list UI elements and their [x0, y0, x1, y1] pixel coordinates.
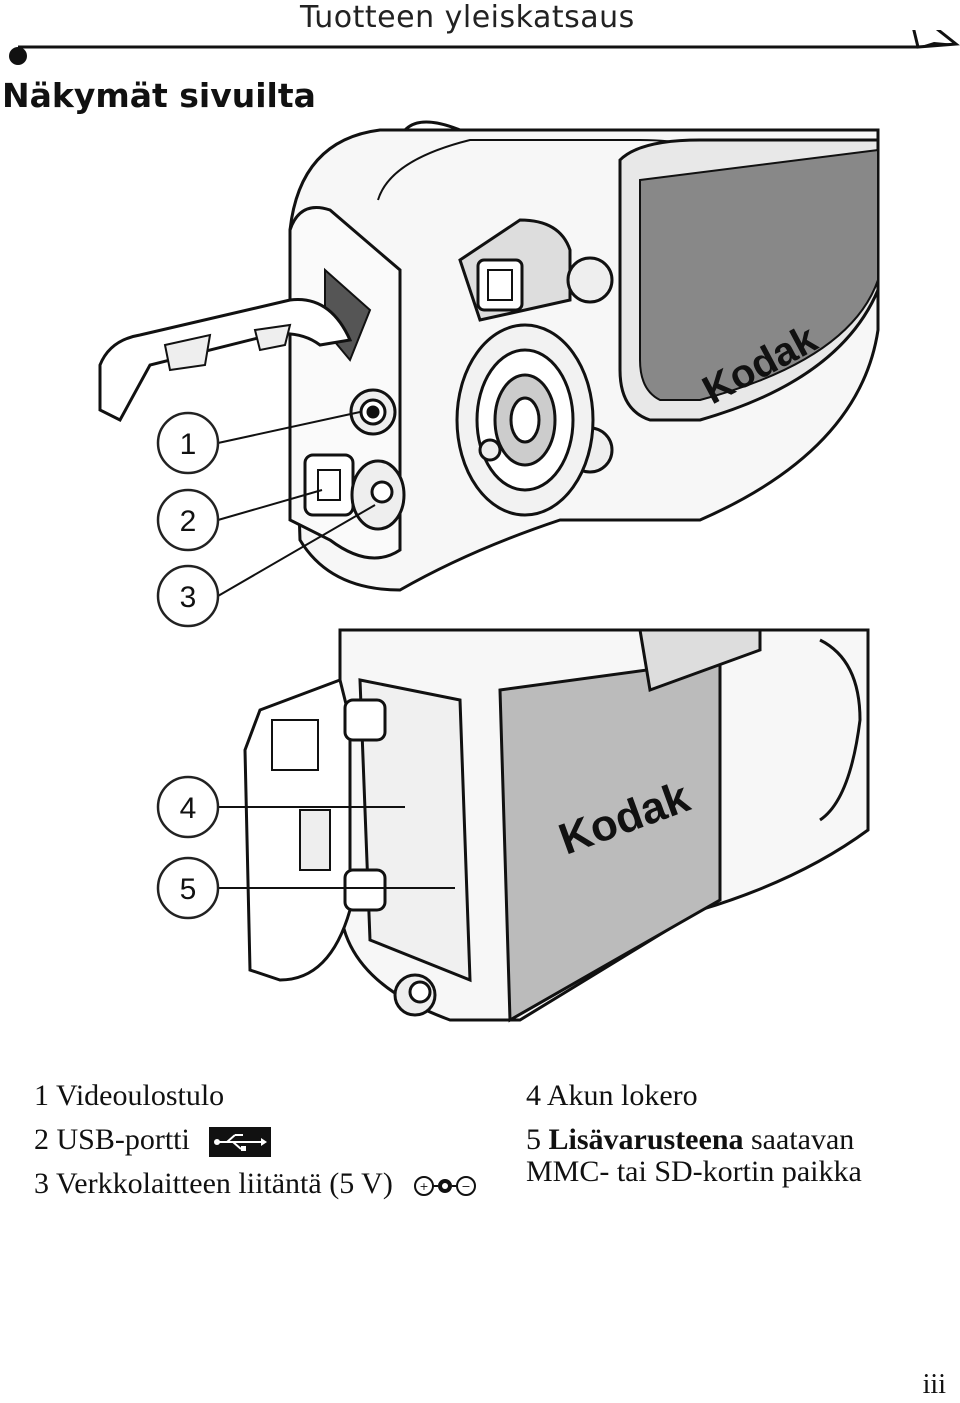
svg-text:1: 1 — [180, 428, 197, 461]
page-header-title: Tuotteen yleiskatsaus — [300, 0, 635, 35]
camera-illustration: Kodak Kodak 1 2 3 — [98, 120, 880, 1023]
legend-item-4: 4 Akun lokero — [526, 1074, 862, 1118]
svg-text:2: 2 — [180, 505, 197, 538]
legend-item-4-number: 4 — [526, 1079, 541, 1112]
legend-item-5-bold-text: Lisävarusteena — [548, 1123, 744, 1156]
callout-1: 1 — [156, 411, 220, 475]
legend-item-5-text-line2: MMC- tai SD-kortin paikka — [526, 1155, 862, 1188]
legend-right: 4 Akun lokero 5 Lisävarusteena saatavan … — [526, 1074, 862, 1188]
callout-leaders — [217, 411, 455, 889]
svg-text:−: − — [462, 1180, 471, 1193]
legend-item-2-number: 2 — [34, 1123, 49, 1156]
legend-item-3: 3 Verkkolaitteen liitäntä (5 V) + − — [34, 1162, 478, 1206]
svg-text:+: + — [420, 1180, 429, 1193]
camera-bottom-view — [243, 628, 870, 1023]
header-rule — [9, 30, 960, 65]
legend-item-3-number: 3 — [34, 1167, 49, 1200]
legend-item-4-text: Akun lokero — [546, 1079, 698, 1112]
legend-item-1: 1 Videoulostulo — [34, 1074, 478, 1118]
legend-item-1-text: Videoulostulo — [55, 1079, 225, 1112]
callout-3: 3 — [156, 564, 220, 628]
usb-icon — [209, 1127, 272, 1158]
callout-4: 4 — [156, 775, 220, 839]
legend-item-1-number: 1 — [34, 1079, 49, 1112]
legend-left: 1 Videoulostulo 2 USB-portti 3 Verkkolai… — [34, 1074, 478, 1206]
svg-text:5: 5 — [180, 873, 197, 906]
callout-5: 5 — [156, 856, 220, 920]
section-title: Näkymät sivuilta — [2, 76, 316, 115]
svg-text:3: 3 — [180, 581, 197, 614]
dc-polarity-icon: + − — [414, 1176, 477, 1197]
legend-item-2: 2 USB-portti — [34, 1118, 478, 1162]
legend-item-3-text: Verkkolaitteen liitäntä (5 V) — [55, 1167, 393, 1200]
svg-text:4: 4 — [180, 792, 197, 825]
legend-item-5-text: saatavan — [751, 1123, 855, 1156]
camera-top-view — [98, 120, 880, 592]
legend-item-2-text: USB-portti — [56, 1123, 190, 1156]
legend-item-5-number: 5 — [526, 1123, 541, 1156]
callout-2: 2 — [156, 488, 220, 552]
legend-item-5: 5 Lisävarusteena saatavan MMC- tai SD-ko… — [526, 1124, 862, 1188]
page-number: iii — [922, 1369, 946, 1400]
